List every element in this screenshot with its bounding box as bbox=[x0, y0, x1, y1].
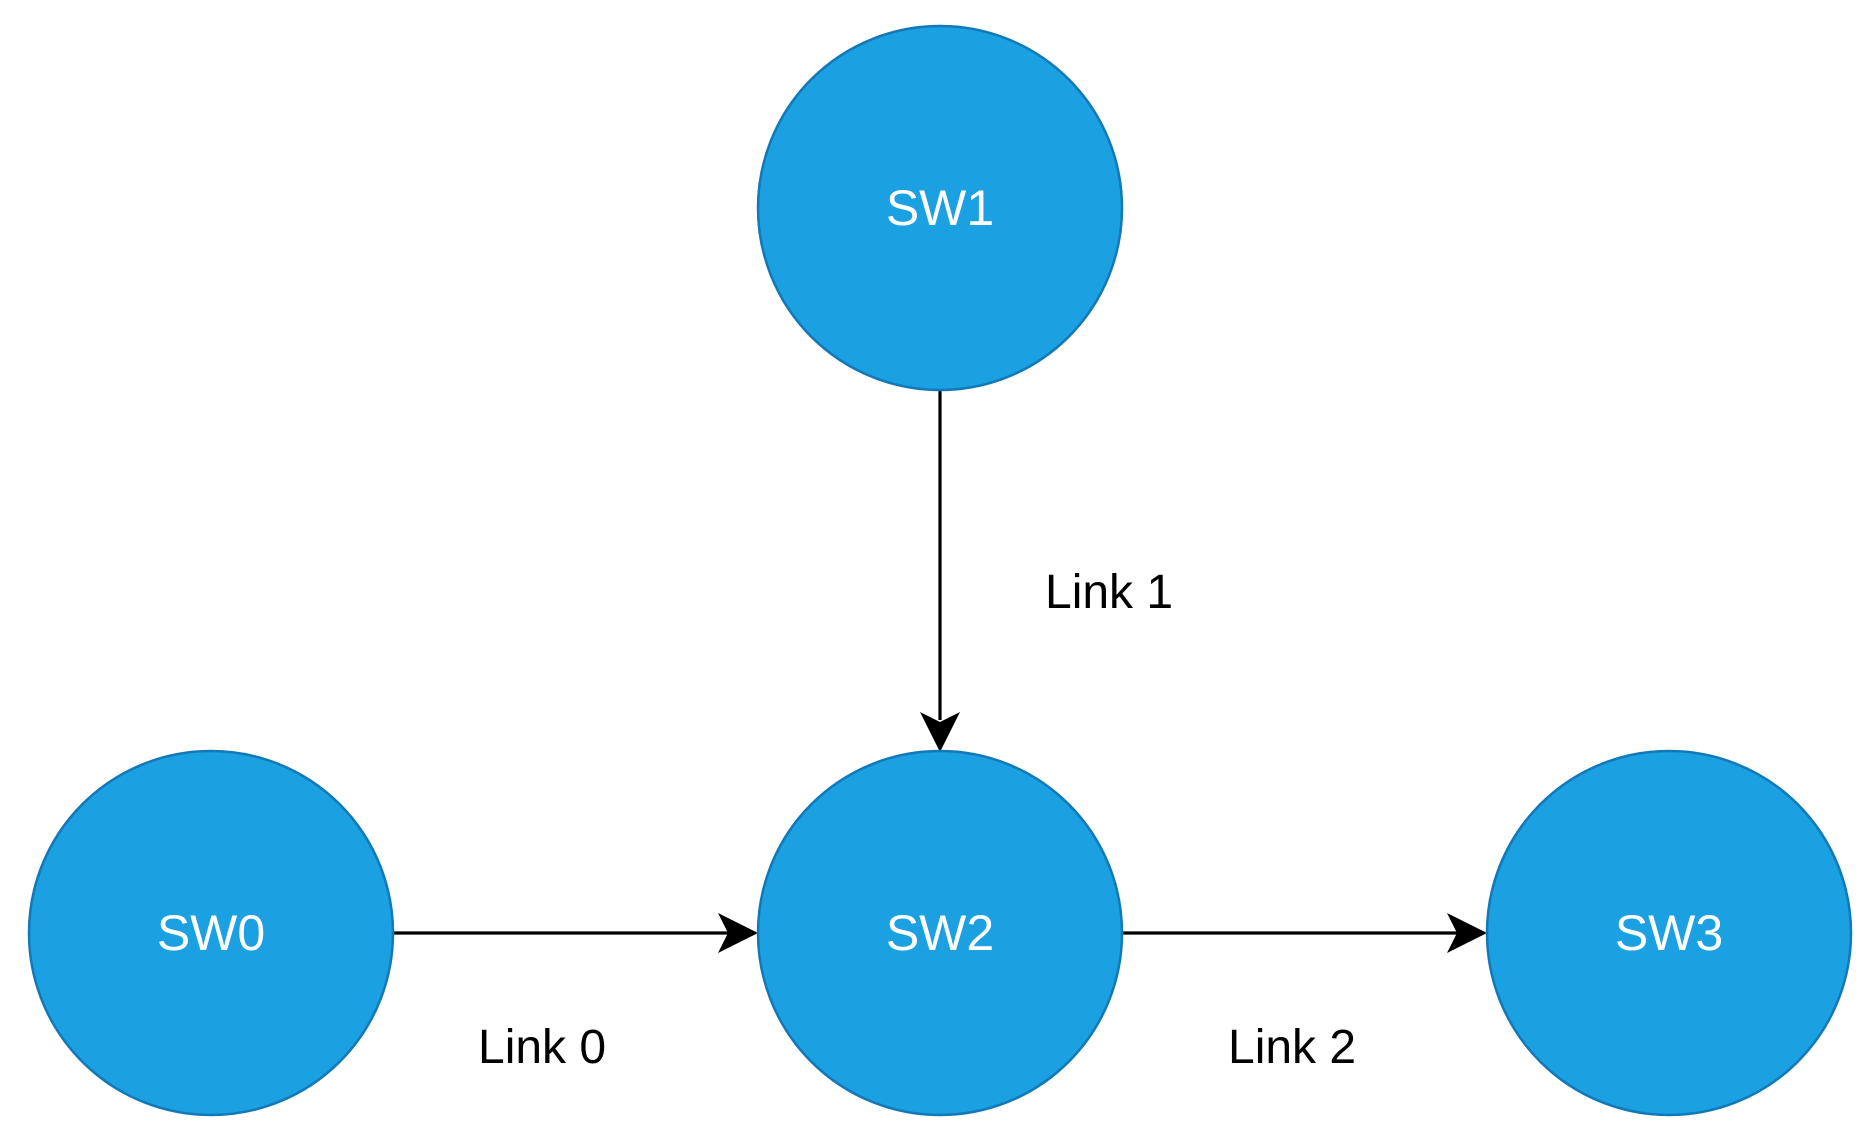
edge-link-2: Link 2 bbox=[1120, 913, 1487, 1074]
node-sw3-label: SW3 bbox=[1615, 905, 1723, 961]
node-sw3-circle bbox=[1485, 749, 1853, 1117]
node-sw1-circle bbox=[756, 24, 1124, 392]
node-sw1[interactable]: SW1 bbox=[756, 24, 1124, 392]
node-sw0-label: SW0 bbox=[157, 905, 265, 961]
arrowhead-icon bbox=[920, 712, 960, 752]
edge-label-link-2: Link 2 bbox=[1228, 1021, 1356, 1074]
edge-link-1: Link 1 bbox=[920, 390, 1173, 752]
node-sw2[interactable]: SW2 bbox=[756, 749, 1124, 1117]
node-sw3[interactable]: SW3 bbox=[1485, 749, 1853, 1117]
node-sw0-circle bbox=[27, 749, 395, 1117]
node-sw2-circle bbox=[756, 749, 1124, 1117]
node-sw0[interactable]: SW0 bbox=[27, 749, 395, 1117]
edge-link-0: Link 0 bbox=[393, 913, 758, 1074]
arrowhead-icon bbox=[718, 913, 758, 953]
edge-label-link-0: Link 0 bbox=[478, 1021, 606, 1074]
node-sw2-label: SW2 bbox=[886, 905, 994, 961]
edge-label-link-1: Link 1 bbox=[1045, 566, 1173, 619]
node-sw1-label: SW1 bbox=[886, 180, 994, 236]
arrowhead-icon bbox=[1447, 913, 1487, 953]
